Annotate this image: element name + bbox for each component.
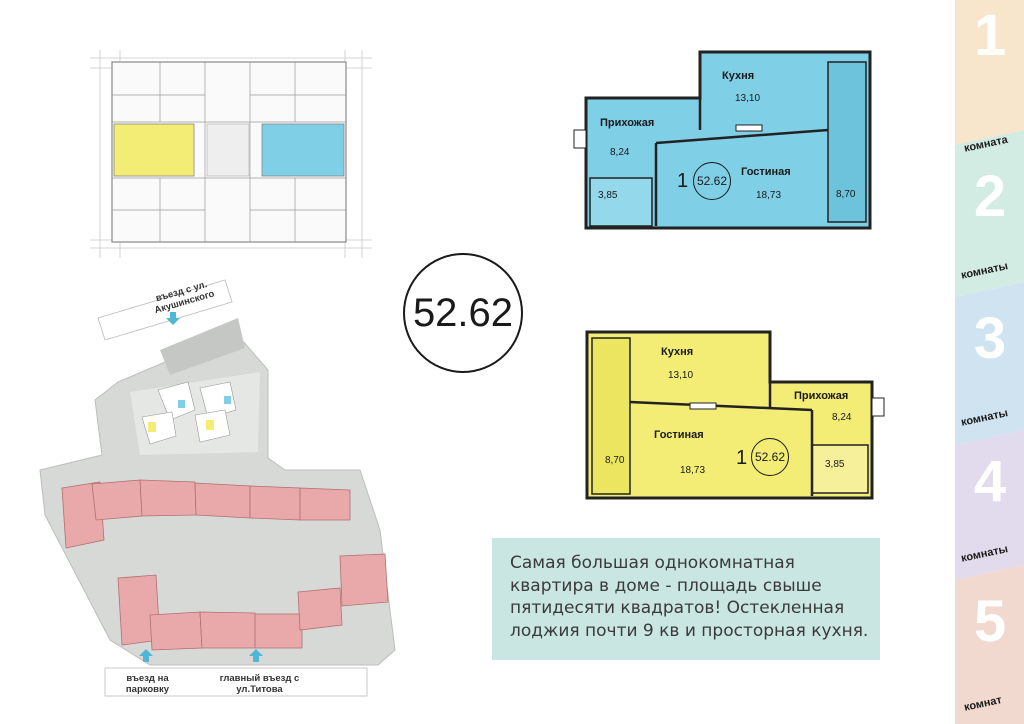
blue-living-area: 18,73 bbox=[756, 190, 782, 201]
description-panel bbox=[492, 538, 880, 660]
blue-kitchen-label: Кухня bbox=[722, 70, 755, 82]
tab-4-label: комнаты bbox=[960, 543, 1010, 565]
tab-3-label: комнаты bbox=[960, 407, 1010, 429]
yellow-living-label: Гостиная bbox=[654, 429, 704, 441]
yellow-total-area-badge: 52.62 bbox=[751, 438, 789, 476]
tab-4-rooms[interactable]: 4 комнаты bbox=[955, 445, 1024, 580]
tab-2-label: комнаты bbox=[960, 260, 1010, 282]
main-entry-label: главный въезд с ул.Титова bbox=[219, 673, 300, 695]
blue-hall-label: Прихожая bbox=[600, 117, 655, 129]
tab-2-number: 2 bbox=[973, 164, 1007, 229]
blue-loggia-area: 8,70 bbox=[836, 189, 856, 200]
tab-5-number: 5 bbox=[973, 589, 1007, 654]
yellow-hall-area: 8,24 bbox=[832, 412, 852, 423]
tab-4-number: 4 bbox=[973, 449, 1007, 514]
blue-kitchen-area: 13,10 bbox=[735, 93, 761, 104]
tab-3-rooms[interactable]: 3 комнаты bbox=[955, 297, 1024, 445]
yellow-room-count: 1 bbox=[736, 447, 748, 469]
yellow-kitchen-label: Кухня bbox=[661, 346, 694, 358]
tab-1-room[interactable]: 1 комната bbox=[955, 0, 1024, 155]
yellow-kitchen-area: 13,10 bbox=[668, 370, 694, 381]
blue-hall-area: 8,24 bbox=[610, 147, 630, 158]
yellow-hall-label: Прихожая bbox=[794, 390, 849, 402]
tab-5-label: комнат bbox=[963, 694, 1003, 714]
yellow-bath-area: 3,85 bbox=[825, 459, 845, 470]
yellow-loggia-area: 8,70 bbox=[605, 455, 625, 466]
blue-total-area-badge: 52.62 bbox=[693, 162, 731, 200]
tab-5-rooms[interactable]: 5 комнат bbox=[955, 580, 1024, 724]
tab-1-number: 1 bbox=[973, 3, 1007, 68]
blue-room-count: 1 bbox=[677, 170, 689, 192]
blue-living-label: Гостиная bbox=[741, 166, 791, 178]
total-area-badge: 52.62 bbox=[403, 253, 523, 373]
blue-bath-area: 3,85 bbox=[598, 190, 618, 201]
tab-3-number: 3 bbox=[973, 306, 1007, 371]
yellow-living-area: 18,73 bbox=[680, 465, 706, 476]
tab-2-rooms[interactable]: 2 комнаты bbox=[955, 145, 1024, 295]
parking-entry-label: въезд на парковку bbox=[125, 673, 170, 695]
description-text: Самая большая однокомнатная квартира в д… bbox=[510, 553, 869, 641]
